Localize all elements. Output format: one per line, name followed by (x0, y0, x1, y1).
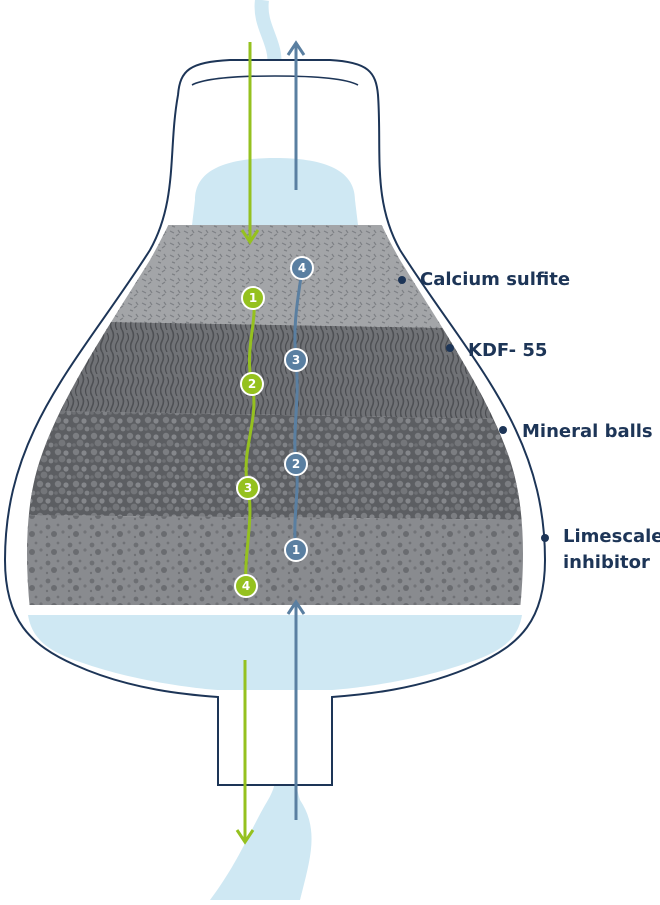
svg-text:3: 3 (244, 481, 252, 495)
svg-text:1: 1 (292, 543, 300, 557)
blue-badge-1: 1 (284, 538, 308, 562)
bottom-water (28, 615, 522, 690)
svg-text:2: 2 (292, 457, 300, 471)
svg-text:4: 4 (298, 261, 306, 275)
svg-text:3: 3 (292, 353, 300, 367)
green-badge-2: 2 (240, 372, 264, 396)
neck-outline (217, 697, 333, 786)
green-arrowhead-in (240, 229, 260, 245)
label-limescale-line2: inhibitor (563, 552, 650, 573)
label-kdf-55: KDF- 55 (468, 340, 547, 361)
green-badge-4: 4 (234, 574, 258, 598)
blue-badge-4: 4 (290, 256, 314, 280)
green-arrowhead-out (235, 829, 255, 845)
green-badge-3: 3 (236, 476, 260, 500)
label-mineral-balls: Mineral balls (522, 421, 653, 442)
top-water (192, 158, 358, 225)
blue-arrowhead-top (286, 40, 306, 56)
inner-outline (191, 75, 359, 86)
blue-flow-line (293, 267, 304, 551)
green-badge-1: 1 (241, 286, 265, 310)
marker-mineral (499, 426, 507, 434)
svg-text:1: 1 (249, 291, 257, 305)
green-flow-line (244, 297, 256, 587)
label-calcium-sulfite: Calcium sulfite (420, 269, 570, 290)
blue-arrowhead-in (286, 599, 306, 615)
svg-text:4: 4 (242, 579, 250, 593)
svg-text:2: 2 (248, 377, 256, 391)
blue-badge-2: 2 (284, 452, 308, 476)
blue-badge-3: 3 (284, 348, 308, 372)
marker-calcium (398, 276, 406, 284)
marker-kdf (446, 344, 454, 352)
marker-limescale (541, 534, 549, 542)
label-limescale-line1: Limescale (563, 526, 660, 547)
